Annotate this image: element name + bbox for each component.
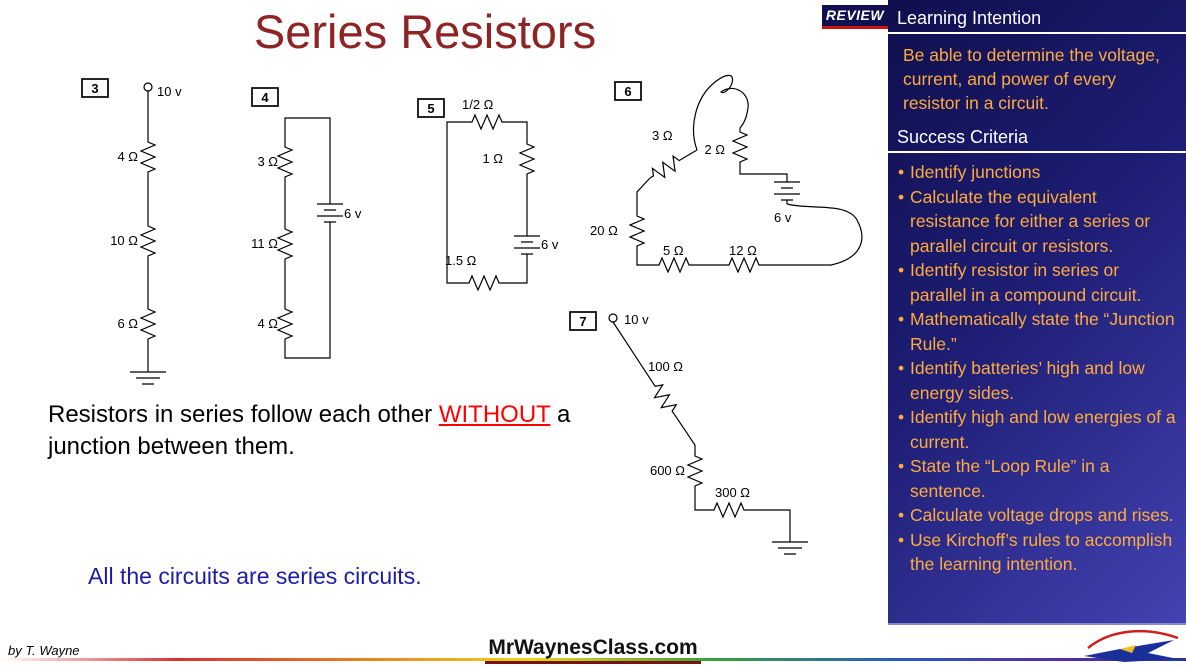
resistor-label: 1.5 Ω [445, 253, 477, 268]
criteria-item: Calculate voltage drops and rises. [898, 503, 1180, 528]
resistor-label: 10 Ω [110, 233, 138, 248]
resistor-symbol [140, 137, 156, 177]
rainbow-divider [0, 658, 1186, 661]
circuit-5-diagram: 5 1/2 Ω 1 Ω 6 v 1.5 Ω [417, 97, 559, 291]
source-voltage-label: 10 v [624, 312, 649, 327]
circuit-number-box [614, 81, 642, 101]
author-credit: by T. Wayne [8, 643, 80, 658]
series-note: Resistors in series follow each other WI… [48, 399, 648, 463]
resistor-symbol [519, 139, 535, 179]
circuit-3-diagram: 3 10 v 4 Ω 10 Ω 6 Ω [81, 78, 182, 385]
criteria-list: Identify junctions Calculate the equival… [888, 157, 1186, 577]
note-text: Resistors in series follow each other [48, 401, 439, 428]
resistor-symbol [687, 451, 703, 491]
resistor-label: 4 Ω [117, 149, 138, 164]
ground-symbol [771, 541, 809, 555]
ground-symbol [129, 371, 167, 385]
source-voltage-label: 10 v [157, 84, 182, 99]
jet-contrail [1087, 629, 1179, 649]
resistor-label: 300 Ω [715, 485, 750, 500]
note-line2: junction between them. [48, 433, 295, 460]
resistor-label: 600 Ω [650, 463, 685, 478]
circuit-number-box [81, 78, 109, 98]
wire-loop [693, 74, 749, 151]
battery-voltage-label: 6 v [774, 210, 792, 225]
terminal-node [608, 313, 618, 323]
note-highlight: WITHOUT [438, 401, 551, 428]
all-series-note: All the circuits are series circuits. [88, 563, 422, 589]
resistor-symbol [277, 224, 293, 264]
criteria-item: Calculate the equivalent resistance for … [898, 185, 1180, 259]
note-text-2: a [550, 401, 571, 428]
battery-symbol [316, 199, 344, 227]
circuit-number: 5 [427, 101, 434, 116]
circuit-number: 6 [624, 84, 631, 99]
circuit-6-diagram: 6 3 Ω 2 Ω 6 v 20 Ω 5 Ω 12 Ω [590, 74, 863, 273]
resistor-symbol [645, 151, 687, 185]
site-name[interactable]: MrWaynesClass.com [485, 636, 701, 664]
circuit-4-diagram: 4 3 Ω 11 Ω 4 Ω 6 v [251, 87, 362, 359]
battery-symbol [773, 177, 801, 205]
resistor-label: 1/2 Ω [462, 97, 494, 112]
wire [284, 117, 331, 359]
resistor-symbol [277, 304, 293, 344]
resistor-label: 3 Ω [652, 128, 673, 143]
resistor-symbol [140, 304, 156, 344]
circuit-number-box [251, 87, 279, 107]
battery-voltage-label: 6 v [344, 206, 362, 221]
resistor-symbol [140, 221, 156, 261]
review-badge[interactable]: REVIEW [822, 3, 888, 29]
learning-intention-body: Be able to determine the voltage, curren… [903, 45, 1160, 113]
resistor-label: 4 Ω [257, 316, 278, 331]
criteria-item: Identify batteries’ high and low energy … [898, 356, 1180, 405]
site-name-wrap: MrWaynesClass.com [0, 636, 1186, 664]
jet-logo [1084, 629, 1179, 662]
page-title: Series Resistors [253, 5, 597, 58]
terminal-node [143, 82, 153, 92]
battery-voltage-label: 6 v [541, 237, 559, 252]
resistor-label: 5 Ω [663, 243, 684, 258]
resistor-label: 11 Ω [251, 236, 278, 251]
resistor-symbol [464, 275, 504, 291]
wire [612, 321, 791, 542]
battery-symbol [513, 231, 541, 259]
wire [446, 121, 528, 284]
resistor-label: 100 Ω [648, 359, 683, 374]
criteria-item: State the “Loop Rule” in a sentence. [898, 454, 1180, 503]
jet-accent [1120, 645, 1136, 653]
criteria-item: Identify high and low energies of a curr… [898, 405, 1180, 454]
resistor-symbol [629, 211, 645, 251]
circuit-7-diagram: 7 10 v 100 Ω 600 Ω 300 Ω [569, 311, 809, 555]
criteria-item: Mathematically state the “Junction Rule.… [898, 307, 1180, 356]
resistor-label: 1 Ω [482, 151, 503, 166]
learning-intention-header: Learning Intention [888, 0, 1186, 34]
criteria-item: Use Kirchoff’s rules to accomplish the l… [898, 528, 1180, 577]
success-criteria-header: Success Criteria [888, 119, 1186, 153]
resistor-symbol [646, 378, 681, 419]
resistor-symbol [732, 127, 748, 167]
circuit-number-box [569, 311, 597, 331]
criteria-item: Identify resistor in series or parallel … [898, 258, 1180, 307]
circuit-number: 3 [91, 81, 98, 96]
resistor-symbol [277, 142, 293, 182]
resistor-symbol [709, 502, 749, 518]
learning-panel: Learning Intention Be able to determine … [888, 0, 1186, 625]
resistor-label: 3 Ω [257, 154, 278, 169]
resistor-symbol [724, 257, 764, 273]
resistor-symbol [654, 257, 694, 273]
circuit-number: 4 [261, 90, 269, 105]
circuit-number-box [417, 98, 445, 118]
criteria-item: Identify junctions [898, 160, 1180, 185]
resistor-label: 12 Ω [729, 243, 757, 258]
resistor-symbol [467, 114, 507, 130]
circuit-number: 7 [579, 314, 586, 329]
resistor-label: 6 Ω [117, 316, 138, 331]
resistor-label: 2 Ω [704, 142, 725, 157]
resistor-label: 20 Ω [590, 223, 618, 238]
wire [636, 149, 863, 266]
